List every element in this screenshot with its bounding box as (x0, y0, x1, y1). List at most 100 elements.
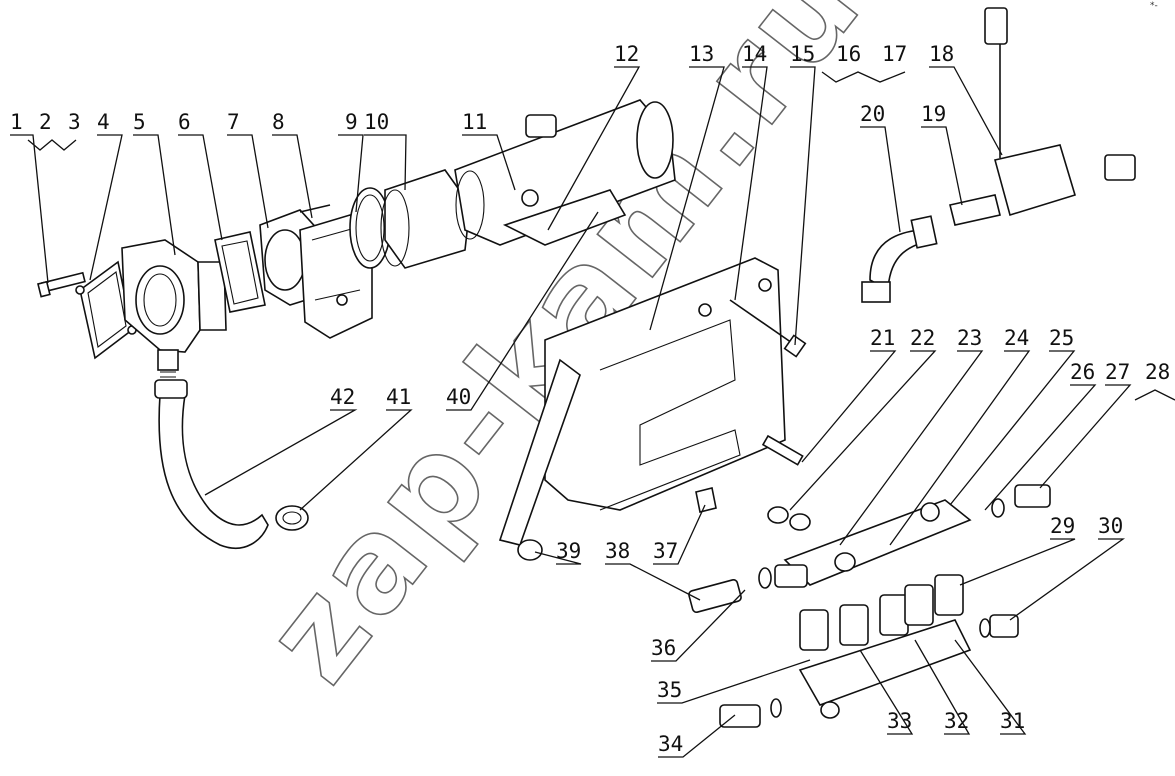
callout-22: 22 (910, 326, 935, 350)
part-injectors (799, 574, 964, 651)
callout-17: 17 (882, 42, 907, 66)
leader-10 (364, 134, 407, 191)
callout-19: 19 (921, 102, 946, 126)
callout-6: 6 (178, 110, 191, 134)
leader-38 (605, 563, 701, 601)
leader-9 (338, 134, 364, 213)
leader-20 (860, 126, 901, 233)
callout-25: 25 (1049, 326, 1074, 350)
callout-31: 31 (1000, 709, 1025, 733)
part-plate-40 (498, 358, 581, 546)
callout-20: 20 (860, 102, 885, 126)
callout-15: 15 (790, 42, 815, 66)
part-fittings-27-30 (979, 484, 1051, 638)
part-gasket-4 (75, 260, 137, 360)
callout-41: 41 (386, 385, 411, 409)
leader-24 (889, 350, 1031, 546)
part-bracket-13 (544, 257, 786, 511)
part-manifold-lower (798, 619, 972, 719)
leader-26 (984, 384, 1097, 511)
leader-11 (462, 134, 516, 191)
leader-36 (651, 589, 746, 662)
leader-34 (658, 714, 736, 758)
leader-7 (227, 134, 269, 229)
part-elbow-20 (861, 215, 938, 303)
leader-lines (10, 66, 1175, 758)
leader-5 (133, 134, 176, 256)
callout-5: 5 (133, 110, 146, 134)
part-housing-5 (121, 239, 227, 383)
part-manifold-upper (774, 499, 972, 588)
leader-32 (914, 639, 971, 735)
callout-14: 14 (742, 42, 767, 66)
callout-10: 10 (364, 110, 389, 134)
callout-35: 35 (657, 678, 682, 702)
leader-41 (299, 409, 413, 511)
part-sensor-36-38 (688, 567, 772, 613)
callout-18: 18 (929, 42, 954, 66)
callout-38: 38 (605, 539, 630, 563)
leader-2-3 (27, 139, 77, 151)
part-valve-18 (984, 7, 1136, 217)
callout-8: 8 (272, 110, 285, 134)
callout-28: 28 (1145, 360, 1170, 384)
callout-21: 21 (870, 326, 895, 350)
leader-4 (89, 134, 123, 281)
callout-40: 40 (446, 385, 471, 409)
callout-4: 4 (97, 110, 110, 134)
leader-16-17 (821, 71, 906, 83)
callout-7: 7 (227, 110, 240, 134)
leader-30 (1009, 538, 1126, 621)
leader-28 (1134, 389, 1175, 401)
leader-31 (954, 639, 1027, 735)
part-fitting-19 (949, 194, 1001, 226)
callout-39: 39 (556, 539, 581, 563)
callout-9: 9 (345, 110, 358, 134)
leader-19 (921, 126, 963, 206)
leader-27 (1039, 384, 1132, 489)
callout-2: 2 (39, 110, 52, 134)
callout-24: 24 (1004, 326, 1029, 350)
callout-42: 42 (330, 385, 355, 409)
leader-35 (657, 659, 811, 704)
callout-labels: 1 2 3 4 5 6 7 8 9 10 11 12 13 14 15 16 1… (10, 42, 1170, 756)
leader-39 (534, 551, 582, 565)
leader-13 (649, 66, 725, 331)
part-nut-39 (517, 539, 543, 561)
corner-mark: *- (1150, 1, 1158, 11)
callout-3: 3 (68, 110, 81, 134)
callout-26: 26 (1070, 360, 1095, 384)
part-bolt-21 (761, 434, 804, 466)
callout-23: 23 (957, 326, 982, 350)
part-fitting-34 (719, 698, 782, 728)
part-heat-exchanger-11 (454, 99, 676, 246)
callout-32: 32 (944, 709, 969, 733)
leader-8 (272, 134, 313, 219)
callout-34: 34 (658, 732, 683, 756)
leader-21 (801, 350, 897, 463)
part-bolt-14 (729, 299, 807, 358)
leader-15 (790, 66, 816, 346)
callout-27: 27 (1105, 360, 1130, 384)
callout-13: 13 (689, 42, 714, 66)
leader-25 (949, 350, 1076, 506)
leader-12 (547, 66, 641, 231)
leader-14 (734, 66, 768, 301)
part-bolt-37 (695, 487, 717, 513)
callout-36: 36 (651, 636, 676, 660)
callout-37: 37 (653, 539, 678, 563)
leader-1 (10, 134, 49, 284)
callout-11: 11 (462, 110, 487, 134)
leader-23 (839, 350, 984, 546)
leader-29 (959, 538, 1076, 586)
leader-37 (653, 504, 706, 565)
part-clamp-41 (275, 505, 309, 531)
part-hose-42 (154, 379, 269, 550)
part-sleeve-10 (380, 169, 471, 269)
part-clamp-9 (349, 187, 391, 269)
callout-29: 29 (1050, 514, 1075, 538)
callout-33: 33 (887, 709, 912, 733)
leader-42 (204, 409, 358, 496)
